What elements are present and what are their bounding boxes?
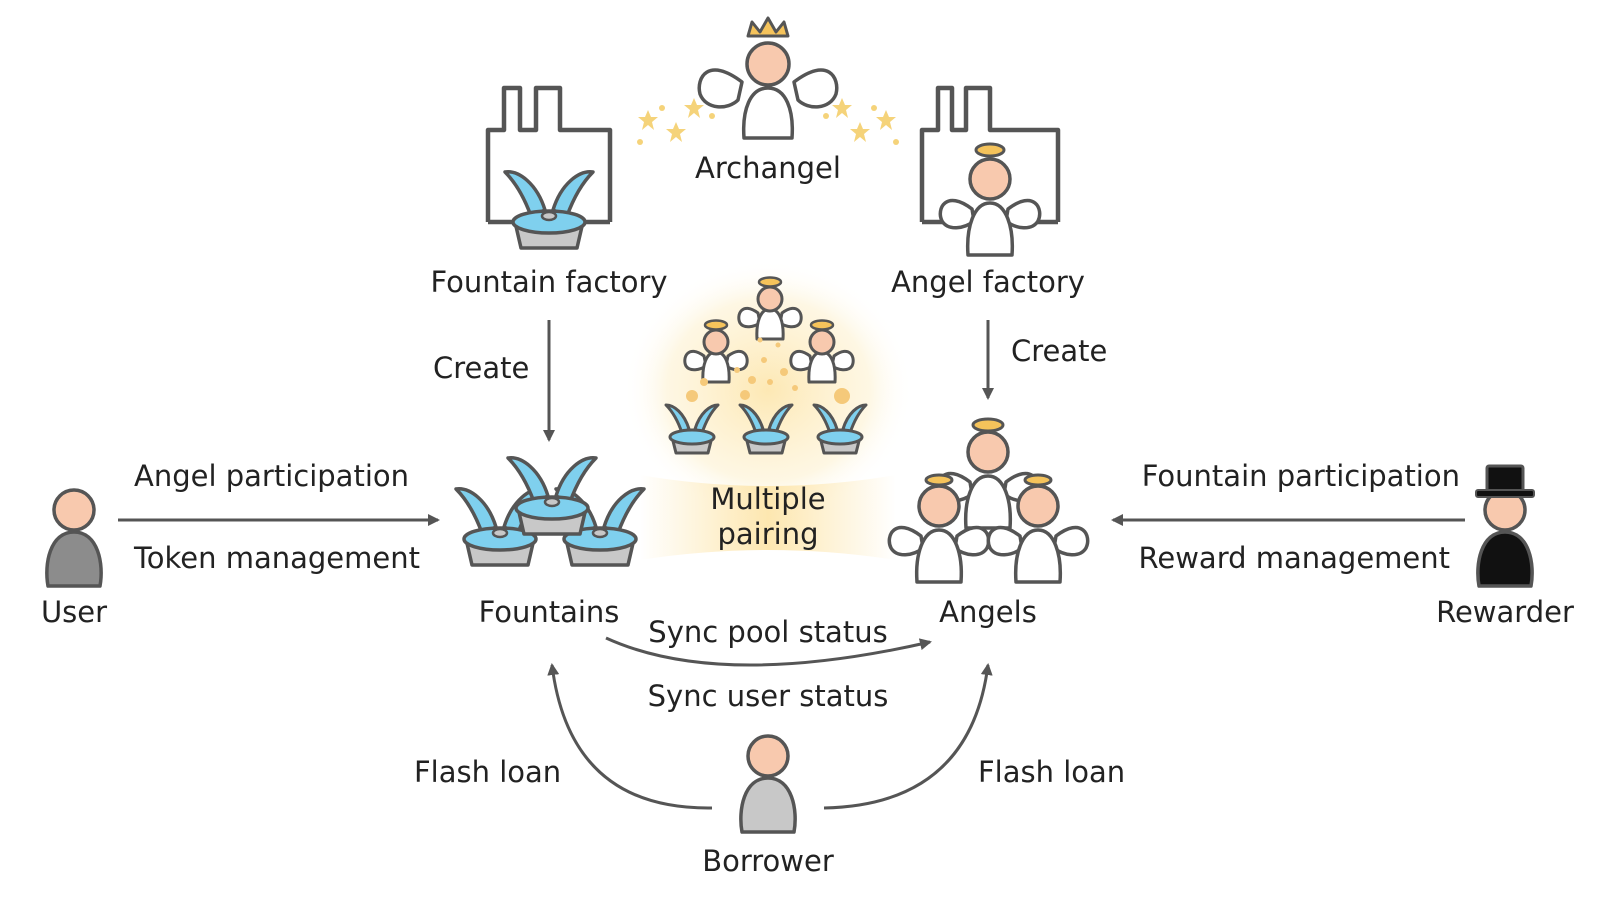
pairing-icon [623, 260, 913, 560]
borrower-label: Borrower [702, 844, 834, 878]
archangel-icon [637, 16, 899, 145]
fountain-participation-label: Fountain participation [1141, 459, 1460, 493]
flash-loan-right-label: Flash loan [978, 755, 1126, 789]
edge-flash-loan-left [547, 663, 713, 810]
reward-management-label: Reward management [1138, 541, 1450, 575]
create-right-label: Create [1011, 334, 1108, 368]
user-label: User [40, 595, 108, 629]
user-icon [45, 488, 103, 588]
angel-factory-label: Angel factory [891, 265, 1085, 299]
token-management-label: Token management [134, 541, 420, 575]
multiple-pairing-label-line1: Multiple [710, 482, 826, 516]
flash-loan-left-label: Flash loan [414, 755, 562, 789]
fountains-label: Fountains [478, 595, 620, 629]
borrower-icon [739, 734, 797, 834]
angel-participation-label: Angel participation [134, 459, 410, 493]
edge-sync [605, 636, 932, 667]
rewarder-label: Rewarder [1436, 595, 1574, 629]
multiple-pairing-label-line2: pairing [717, 517, 819, 551]
sync-pool-status-label: Sync pool status [648, 615, 888, 649]
archangel-label: Archangel [695, 151, 841, 185]
create-left-label: Create [433, 351, 530, 385]
fountain-factory-icon [485, 85, 613, 250]
edge-flash-loan-right [823, 663, 993, 810]
angel-factory-icon [919, 85, 1061, 257]
fountains-icon [454, 456, 646, 567]
sync-user-status-label: Sync user status [647, 679, 889, 713]
fountain-factory-label: Fountain factory [430, 265, 668, 299]
angels-label: Angels [939, 595, 1037, 629]
angels-icon [887, 417, 1090, 584]
rewarder-icon [1475, 464, 1535, 588]
